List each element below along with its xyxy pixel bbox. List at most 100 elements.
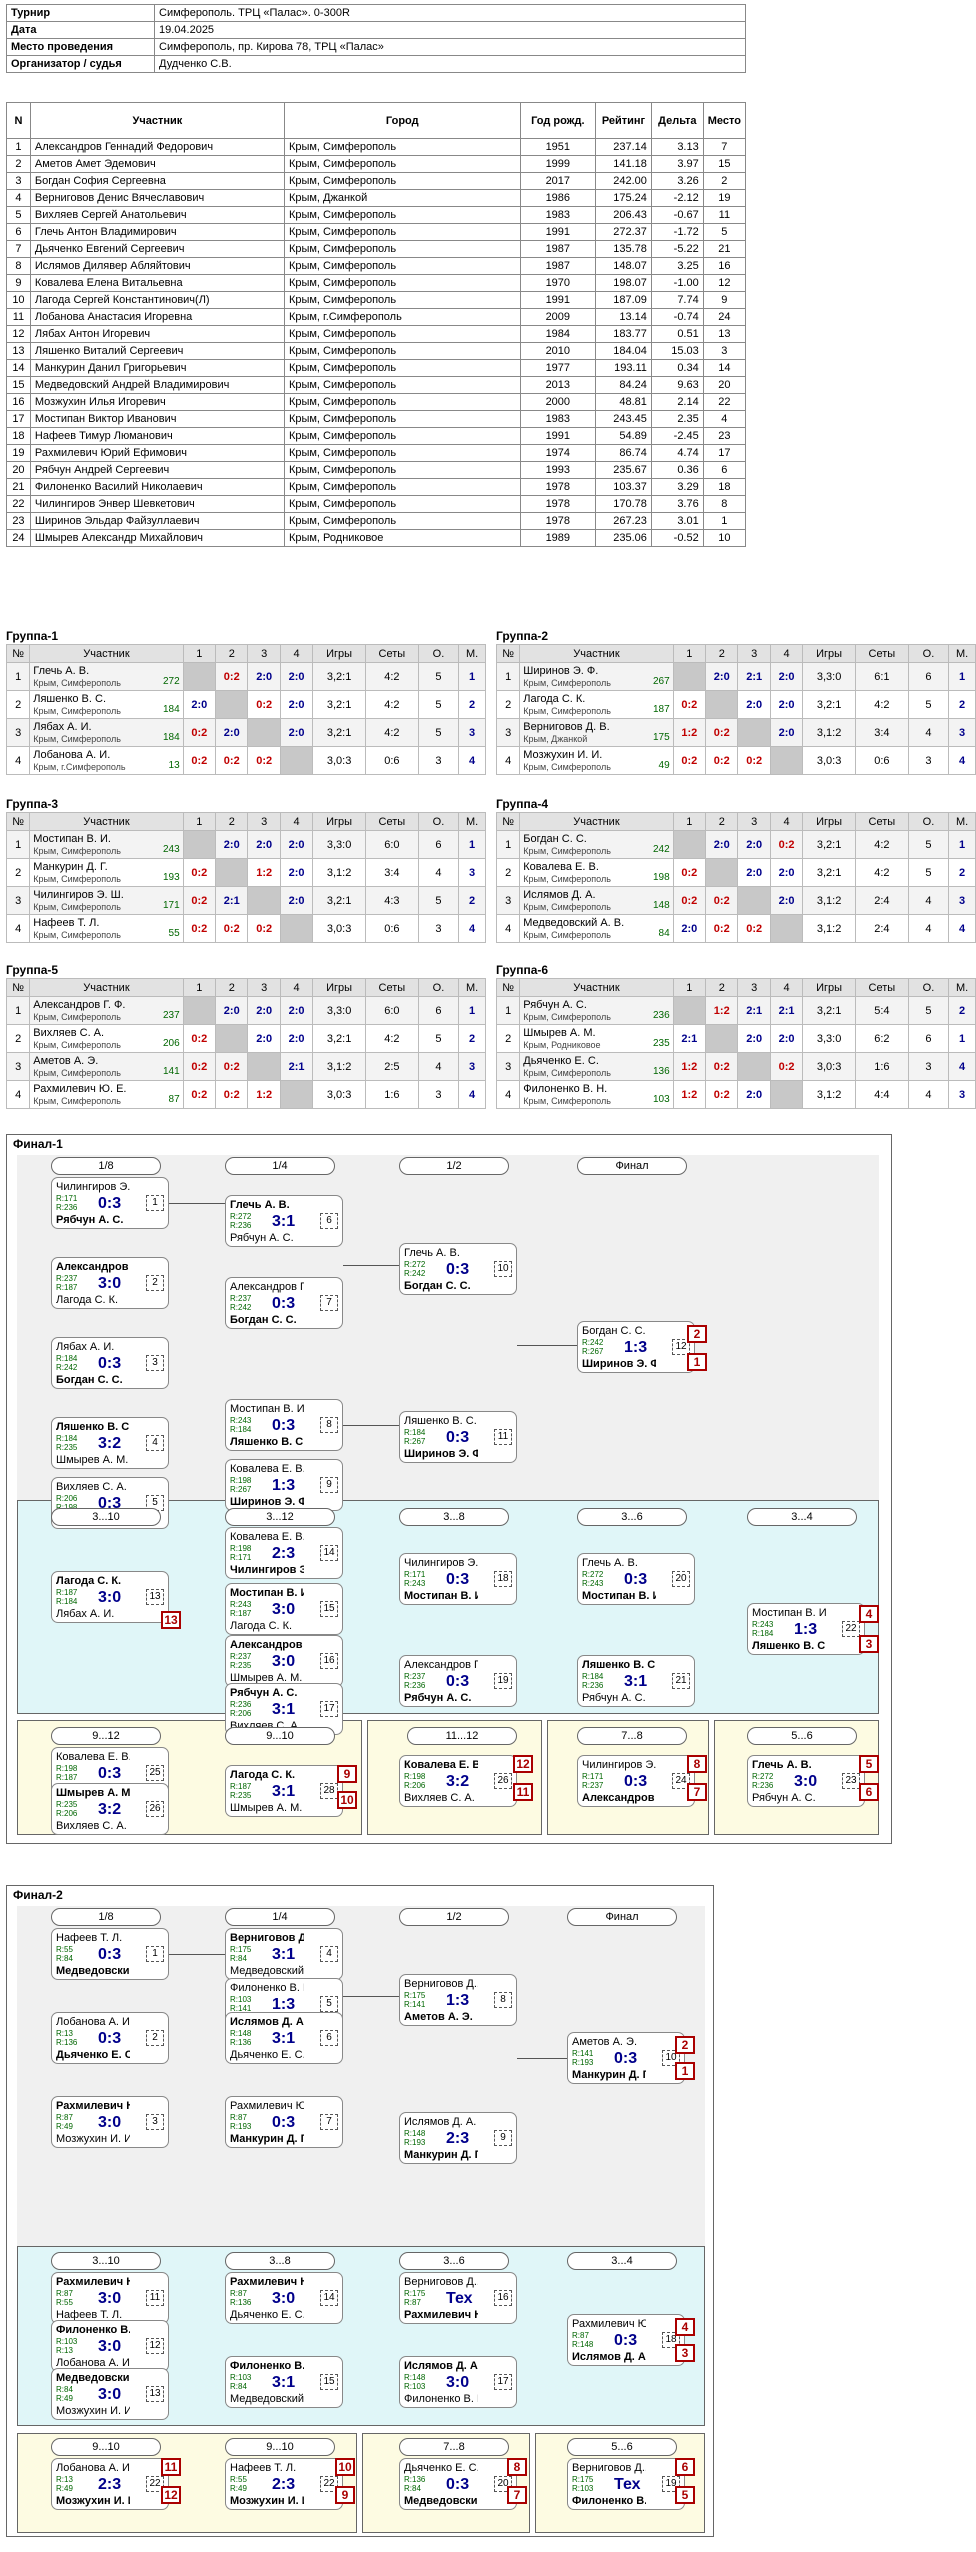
match-player-b: Нафеев Т. Л.: [56, 2309, 123, 2321]
place-badge: 11: [513, 1783, 533, 1801]
match-number: 7: [320, 2114, 338, 2130]
match-score: 1:3: [272, 1477, 296, 1494]
group-cell: 2:1: [279, 1052, 314, 1081]
group-games: 3,3:0: [312, 996, 366, 1025]
cell-score: 1:2: [681, 1060, 698, 1073]
match-player-a: Богдан С. С.: [582, 1325, 646, 1337]
participant-name: Вихляев С. А.: [33, 1027, 105, 1039]
players-col-n: N: [6, 102, 31, 139]
participant-name: Богдан С. С.: [523, 833, 587, 845]
participant-city: Крым, Симферополь: [523, 678, 611, 688]
match-player-b: Шмырев А. М.: [56, 1454, 129, 1466]
match-player-b: Филоненко В. Н.: [572, 2495, 646, 2507]
group-cell: 2:0: [215, 830, 249, 859]
player-city: Крым, Симферополь: [283, 325, 521, 343]
match-rating-a: R:171: [582, 1772, 604, 1781]
cell-score: 0:2: [256, 698, 273, 711]
cell-score: 0:2: [681, 754, 698, 767]
group-cell: [182, 830, 217, 859]
player-year: 1977: [519, 359, 597, 377]
match-number: 12: [146, 2338, 164, 2354]
bracket-line: [517, 1345, 577, 1346]
player-year: 1970: [519, 274, 597, 292]
match-player-b: Мозжухин И. И.: [56, 2133, 130, 2145]
match-player-a: Верниговов Д...: [404, 2276, 478, 2288]
match-player-a: Лобанова А. И.: [56, 2462, 130, 2474]
participant-city: Крым, Симферополь: [523, 706, 611, 716]
group-row-number: 4: [495, 914, 521, 943]
participant-rating: 87: [168, 1094, 180, 1105]
match-number: 22: [842, 1621, 860, 1637]
player-year: 1974: [519, 444, 597, 462]
info-value: Симферополь, пр. Кирова 78, ТРЦ «Палас»: [154, 38, 746, 56]
player-name: Ляшенко Виталий Сергеевич: [29, 342, 285, 360]
match-number: 17: [494, 2374, 512, 2390]
match-player-a: Рахмилевич Ю...: [230, 2100, 304, 2112]
player-year: 1987: [519, 257, 597, 275]
player-delta: 3.25: [650, 257, 704, 275]
player-delta: -2.45: [650, 427, 704, 445]
player-year: 1984: [519, 325, 597, 343]
group-sets: 3:4: [364, 858, 419, 887]
group-cell: [247, 718, 281, 747]
match-rating-b: R:184: [752, 1629, 774, 1638]
group-col-p: Участник: [519, 978, 674, 997]
match-number: 2: [146, 1275, 164, 1291]
group-cell: 2:0: [215, 718, 249, 747]
player-place: 12: [702, 274, 747, 292]
player-rating: 235.67: [595, 461, 652, 479]
participant-rating: 237: [162, 1010, 180, 1021]
participant-rating: 184: [162, 704, 180, 715]
group-cell: [672, 830, 707, 859]
group-sets: 4:2: [364, 718, 419, 747]
group-cell: 2:0: [672, 914, 707, 943]
player-place: 14: [702, 359, 747, 377]
match-rating-b: R:242: [56, 1363, 78, 1372]
player-rating: 103.37: [595, 478, 652, 496]
group-games: 3,2:1: [802, 830, 856, 859]
cell-score: 0:2: [713, 754, 730, 767]
match-number: 20: [672, 1571, 690, 1587]
match-rating-a: R:84: [56, 2385, 73, 2394]
group-row-number: 1: [5, 830, 31, 859]
player-rating: 141.18: [595, 155, 652, 173]
group-cell: 2:0: [769, 886, 804, 915]
participant-city: Крым, Симферополь: [33, 678, 121, 688]
round-header: 1/2: [399, 1157, 509, 1175]
group-col-sets: Сеты: [364, 812, 419, 831]
cell-score: 0:2: [713, 922, 730, 935]
group-col-c4: 4: [769, 978, 804, 997]
cell-score: 2:1: [223, 894, 240, 907]
place-badge: 10: [335, 2458, 355, 2476]
group-place: 4: [458, 1080, 486, 1109]
group-place: 2: [948, 858, 976, 887]
player-rating: 170.78: [595, 495, 652, 513]
cell-score: 2:0: [713, 670, 730, 683]
group-row-number: 2: [495, 690, 521, 719]
match-player-b: Медведовский ...: [230, 1965, 304, 1977]
cell-score: 2:0: [288, 1032, 305, 1045]
group-cell: 0:2: [247, 690, 281, 719]
place-badge: 13: [161, 1611, 181, 1629]
match-rating-b: R:236: [582, 1681, 604, 1690]
participant-rating: 49: [658, 760, 670, 771]
